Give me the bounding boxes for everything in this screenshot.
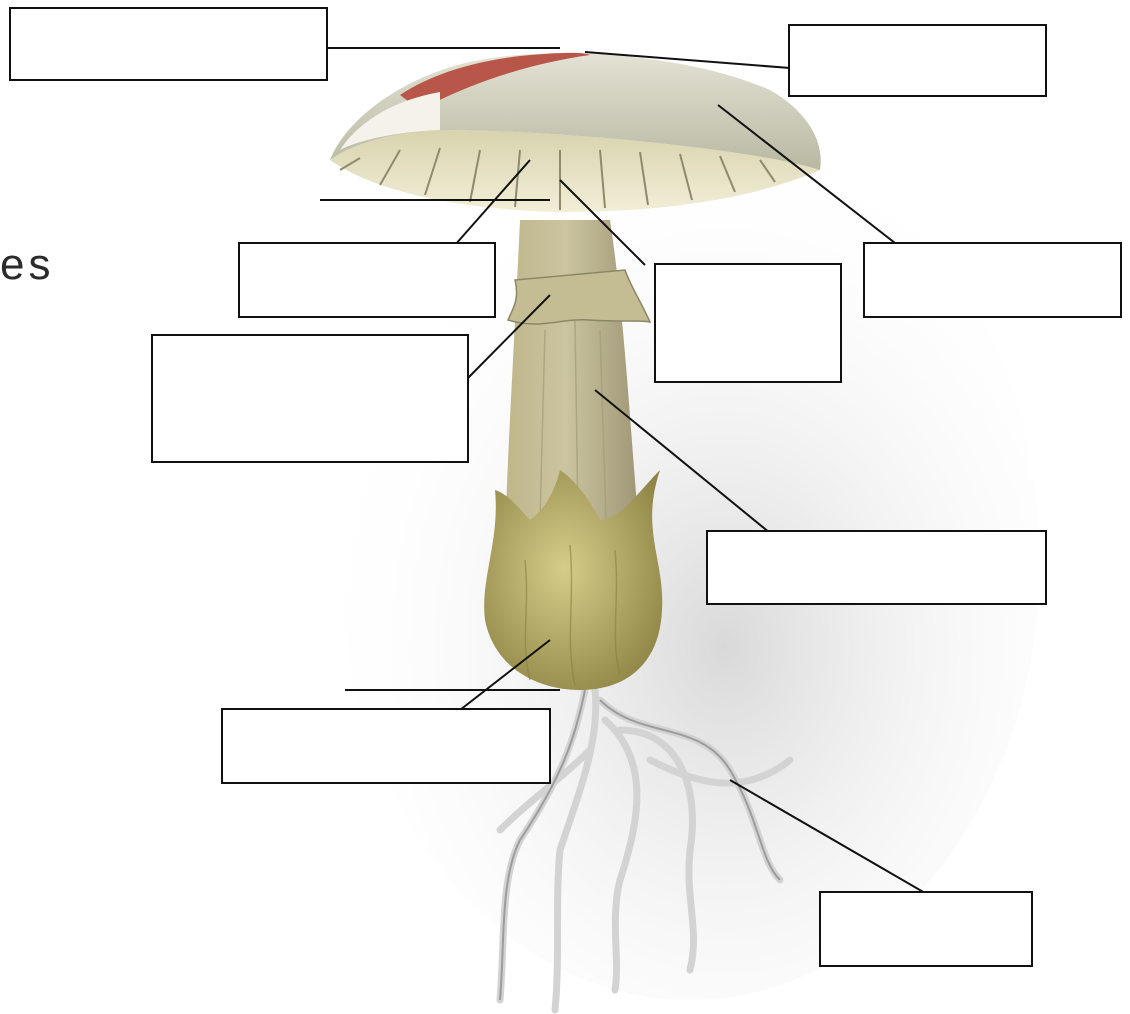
volva	[484, 470, 662, 690]
label-box-stem[interactable]	[706, 530, 1047, 605]
label-box-cap-surface[interactable]	[863, 242, 1122, 318]
label-box-volva[interactable]	[221, 708, 551, 784]
label-box-gill-edge[interactable]	[654, 263, 842, 383]
label-box-cap-top-right[interactable]	[788, 24, 1047, 97]
label-box-mycelium[interactable]	[819, 891, 1033, 967]
label-box-ring[interactable]	[151, 334, 469, 463]
label-box-cap-top-left[interactable]	[9, 7, 328, 81]
label-box-gills[interactable]	[238, 242, 496, 318]
